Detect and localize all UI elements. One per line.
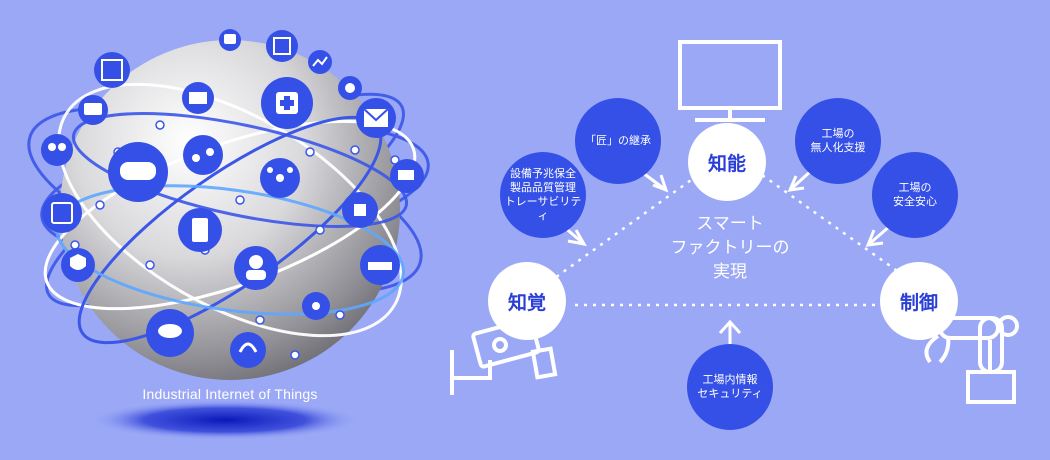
iiot-caption: Industrial Internet of Things <box>142 386 318 402</box>
wireless-tablet-icon <box>42 193 82 233</box>
monitor-icon <box>678 40 782 122</box>
node-intelligence-label: 知能 <box>707 152 746 175</box>
globe-shadow <box>90 400 360 440</box>
bubble-safety: 工場の 安全安心 <box>872 152 958 238</box>
monitor-chart-icon <box>308 50 332 74</box>
chip-icon <box>266 30 298 62</box>
shield-check-icon <box>61 248 95 282</box>
vr-headset-icon <box>108 142 168 202</box>
mail-icon <box>356 98 396 138</box>
robot-arm-small-icon <box>302 292 330 320</box>
circuit-medical-icon <box>261 77 313 129</box>
satellite-icon <box>338 76 362 100</box>
chat-icon <box>78 95 108 125</box>
node-intelligence: 知能 <box>688 123 766 201</box>
bubble-equipment-line2: 製品品質管理 <box>510 181 576 194</box>
bubble-equipment-line1: 設備予兆保全 <box>510 167 576 180</box>
tablet-icon <box>178 208 222 252</box>
robot-icon <box>219 29 241 51</box>
triangle-links <box>544 168 911 307</box>
truck-icon <box>390 159 424 193</box>
bubble-security-line2: セキュリティ <box>697 387 763 400</box>
user-support-icon <box>234 246 278 290</box>
center-title-line3: 実現 <box>713 262 747 282</box>
node-control-label: 制御 <box>899 291 938 314</box>
bubble-takumi-line1: 「匠」の継承 <box>585 134 651 147</box>
bubble-security-line1: 工場内情報 <box>702 373 758 386</box>
factory-icon <box>182 82 214 114</box>
cloud-network-icon <box>146 309 194 357</box>
center-title-line2: ファクトリーの <box>670 238 790 258</box>
bubble-takumi: 「匠」の継承 <box>575 98 661 184</box>
cpu-icon <box>94 52 130 88</box>
ship-icon <box>360 245 400 285</box>
bubble-unmanned-line2: 無人化支援 <box>810 141 866 154</box>
center-title-line1: スマート <box>696 214 764 234</box>
node-control: 制御 <box>880 262 958 340</box>
node-perception-label: 知覚 <box>507 291 546 314</box>
crane-icon <box>342 192 378 228</box>
people-icon <box>41 134 73 166</box>
bubble-equipment-line3: トレーサビリティ <box>504 195 582 222</box>
node-perception: 知覚 <box>488 262 566 340</box>
robot-arm-icon <box>183 135 223 175</box>
globe-icons <box>41 29 424 368</box>
bubble-security: 工場内情報 セキュリティ <box>687 344 773 430</box>
network-hand-icon <box>260 158 300 198</box>
bubble-equipment: 設備予兆保全 製品品質管理 トレーサビリティ <box>500 152 586 238</box>
bubble-safety-line2: 安全安心 <box>893 195 937 208</box>
headset-icon <box>230 332 266 368</box>
bubble-safety-line1: 工場の <box>898 181 932 194</box>
bubble-unmanned-line1: 工場の <box>821 127 855 140</box>
arrows <box>562 168 891 345</box>
bubble-unmanned: 工場の 無人化支援 <box>795 98 881 184</box>
center-title: スマート ファクトリーの 実現 <box>640 212 820 284</box>
